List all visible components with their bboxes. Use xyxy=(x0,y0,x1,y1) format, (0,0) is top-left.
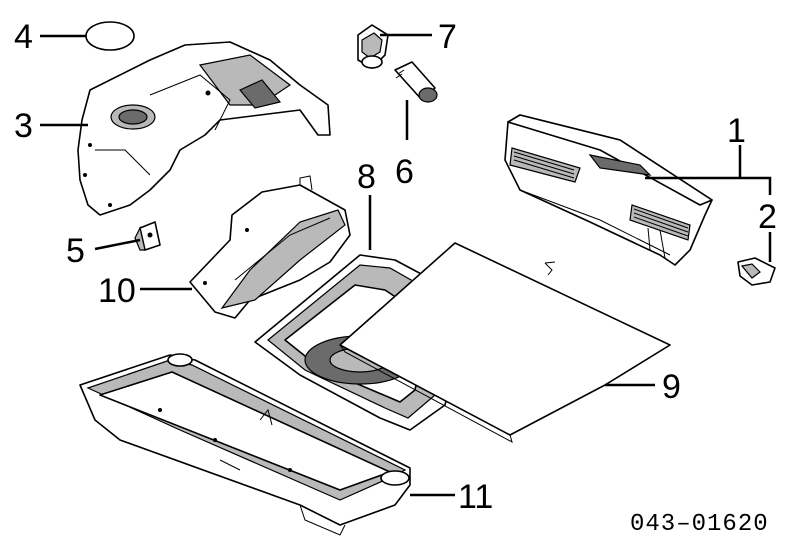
callout-1: 1 xyxy=(727,112,746,150)
callout-9: 9 xyxy=(662,368,681,406)
diagram-code: 043–01620 xyxy=(630,511,769,538)
part-7-clip xyxy=(357,24,389,69)
callout-8: 8 xyxy=(357,158,376,196)
part-2-clip xyxy=(737,257,776,286)
callout-labels: 1 2 3 4 5 6 7 8 9 10 11 xyxy=(14,18,777,516)
callout-10: 10 xyxy=(98,272,136,310)
callout-3: 3 xyxy=(14,107,33,145)
callout-6: 6 xyxy=(395,153,414,191)
part-10-side-trim xyxy=(189,175,351,319)
callout-5: 5 xyxy=(66,232,85,270)
callout-4: 4 xyxy=(14,18,33,56)
part-3-wheelhouse-trim xyxy=(77,41,331,216)
leader-lines xyxy=(40,33,772,497)
part-11-floor-box xyxy=(79,353,411,536)
part-5-bracket xyxy=(134,221,161,251)
part-4-round-cap xyxy=(85,21,135,51)
part-1-rear-panel xyxy=(504,114,713,266)
part-9-floor-cover xyxy=(339,242,671,444)
part-6-socket xyxy=(394,61,438,103)
callout-7: 7 xyxy=(438,18,457,56)
leader-5 xyxy=(94,238,141,251)
leader-1-2 xyxy=(645,176,772,195)
callout-2: 2 xyxy=(758,198,777,236)
callout-11: 11 xyxy=(458,478,493,516)
